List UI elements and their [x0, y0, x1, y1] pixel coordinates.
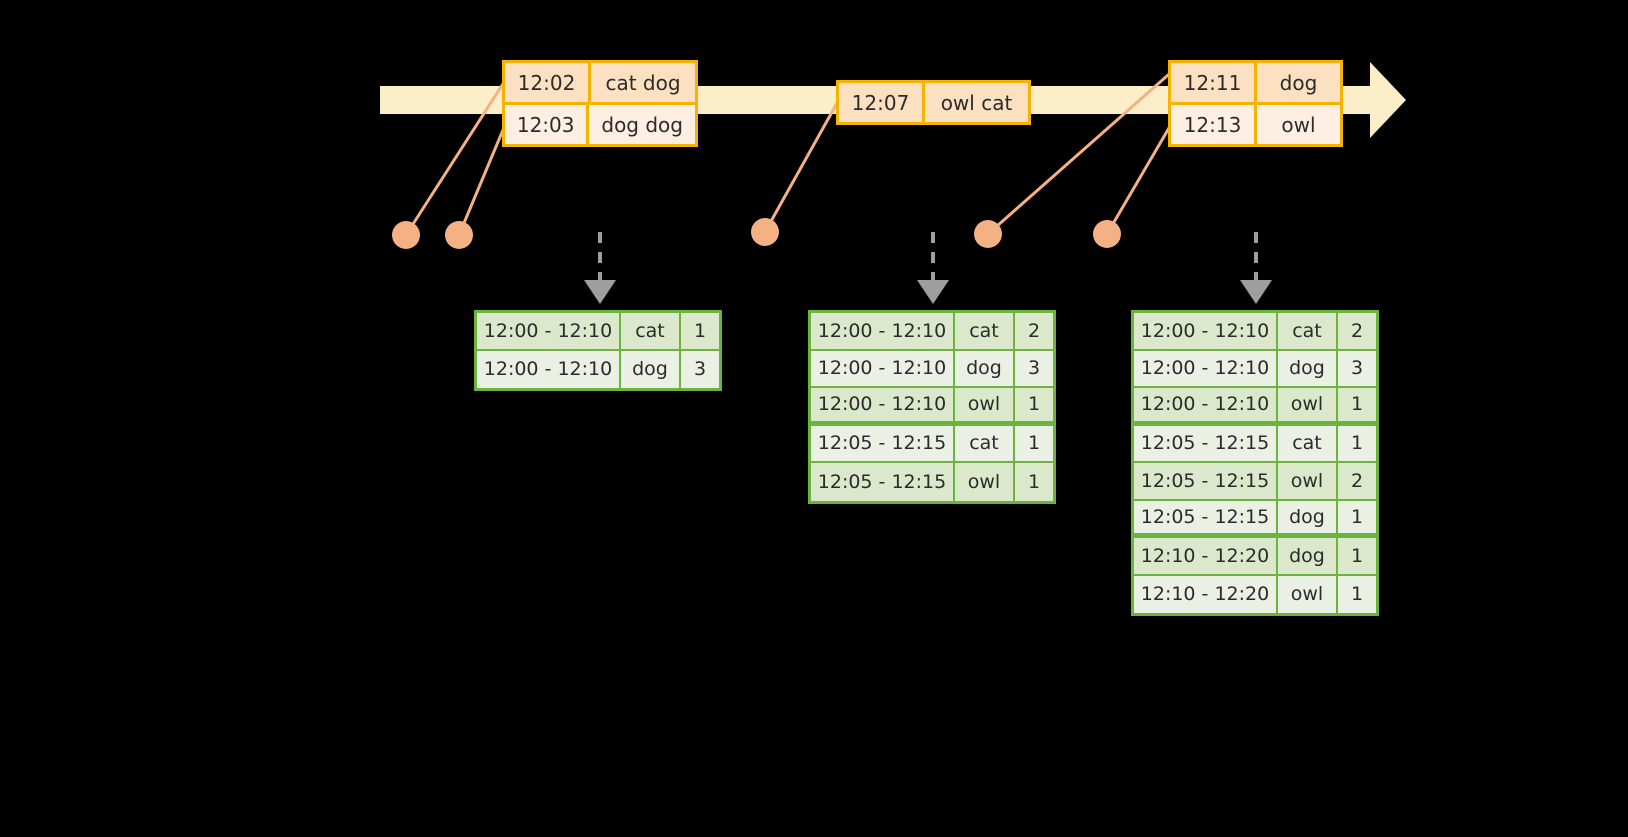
cell-word: cat: [1278, 425, 1338, 461]
cell-word: cat: [955, 313, 1015, 349]
cell-word: dog: [621, 350, 681, 388]
connector-5: [1105, 115, 1178, 235]
event-time: 12:13: [1171, 105, 1257, 144]
event-words: cat dog: [605, 70, 681, 95]
event-time: 12:03: [505, 105, 590, 144]
cell-count: 1: [1350, 393, 1364, 416]
cell-word: owl: [1278, 388, 1338, 421]
event-row: 12:07 owl cat: [839, 83, 1028, 122]
cell-count: 1: [1350, 583, 1364, 606]
cell-word: dog: [1278, 538, 1338, 574]
event-box-1[interactable]: 12:02 cat dog 12:03 dog dog: [502, 60, 698, 147]
event-box-2[interactable]: 12:07 owl cat: [836, 80, 1031, 125]
cell-word: dog: [1278, 500, 1338, 533]
cell-count: 2: [1350, 319, 1364, 342]
cell-word: cat: [1278, 313, 1338, 349]
cell-window: 12:00 - 12:10: [477, 313, 621, 349]
cell-count: 1: [1027, 470, 1041, 493]
cell-window: 12:10 - 12:20: [1134, 538, 1278, 574]
cell-word: cat: [621, 313, 681, 349]
flow-arrows: [584, 232, 1272, 304]
connector-2: [457, 117, 510, 236]
cell-window: 12:05 - 12:15: [811, 425, 955, 461]
event-words: dog dog: [601, 112, 683, 137]
cell-word: owl: [1278, 575, 1338, 613]
event-time: 12:07: [839, 83, 925, 122]
event-dot-2: [445, 221, 473, 249]
cell-word: dog: [1278, 350, 1338, 386]
event-words: dog: [1279, 70, 1318, 95]
cell-count: 2: [1027, 319, 1041, 342]
event-row: 12:13 owl: [1171, 102, 1340, 144]
cell-count: 1: [1027, 393, 1041, 416]
cell-window: 12:00 - 12:10: [1134, 313, 1278, 349]
cell-count: 3: [1350, 357, 1364, 380]
cell-window: 12:05 - 12:15: [1134, 425, 1278, 461]
cell-window: 12:00 - 12:10: [1134, 350, 1278, 386]
cell-window: 12:00 - 12:10: [811, 313, 955, 349]
connector-3: [763, 95, 843, 233]
cell-count: 1: [1350, 432, 1364, 455]
cell-window: 12:00 - 12:10: [1134, 388, 1278, 421]
event-dot-3: [751, 218, 779, 246]
event-time: 12:11: [1171, 63, 1257, 102]
cell-count: 3: [1027, 357, 1041, 380]
cell-window: 12:10 - 12:20: [1134, 575, 1278, 613]
event-row: 12:03 dog dog: [505, 102, 695, 144]
event-words: owl: [1281, 112, 1316, 137]
event-dot-5: [1093, 220, 1121, 248]
event-box-3[interactable]: 12:11 dog 12:13 owl: [1168, 60, 1343, 147]
cell-count: 3: [693, 358, 707, 381]
cell-word: owl: [1278, 463, 1338, 499]
cell-count: 1: [693, 319, 707, 342]
cell-word: owl: [955, 388, 1015, 421]
event-time: 12:02: [505, 63, 591, 102]
cell-count: 1: [1027, 432, 1041, 455]
cell-count: 1: [1350, 505, 1364, 528]
cell-window: 12:05 - 12:15: [811, 463, 955, 501]
event-row: 12:11 dog: [1171, 63, 1340, 102]
cell-window: 12:00 - 12:10: [811, 350, 955, 386]
cell-word: dog: [955, 350, 1015, 386]
cell-count: 1: [1350, 544, 1364, 567]
event-dot-1: [392, 221, 420, 249]
event-row: 12:02 cat dog: [505, 63, 695, 102]
cell-window: 12:05 - 12:15: [1134, 500, 1278, 533]
connector-1: [404, 75, 510, 236]
cell-word: owl: [955, 463, 1015, 501]
cell-count: 2: [1350, 469, 1364, 492]
event-words: owl cat: [940, 90, 1013, 115]
cell-word: cat: [955, 425, 1015, 461]
cell-window: 12:00 - 12:10: [477, 350, 621, 388]
cell-window: 12:05 - 12:15: [1134, 463, 1278, 499]
event-dot-4: [974, 220, 1002, 248]
cell-window: 12:00 - 12:10: [811, 388, 955, 421]
event-dots: [392, 218, 1121, 249]
